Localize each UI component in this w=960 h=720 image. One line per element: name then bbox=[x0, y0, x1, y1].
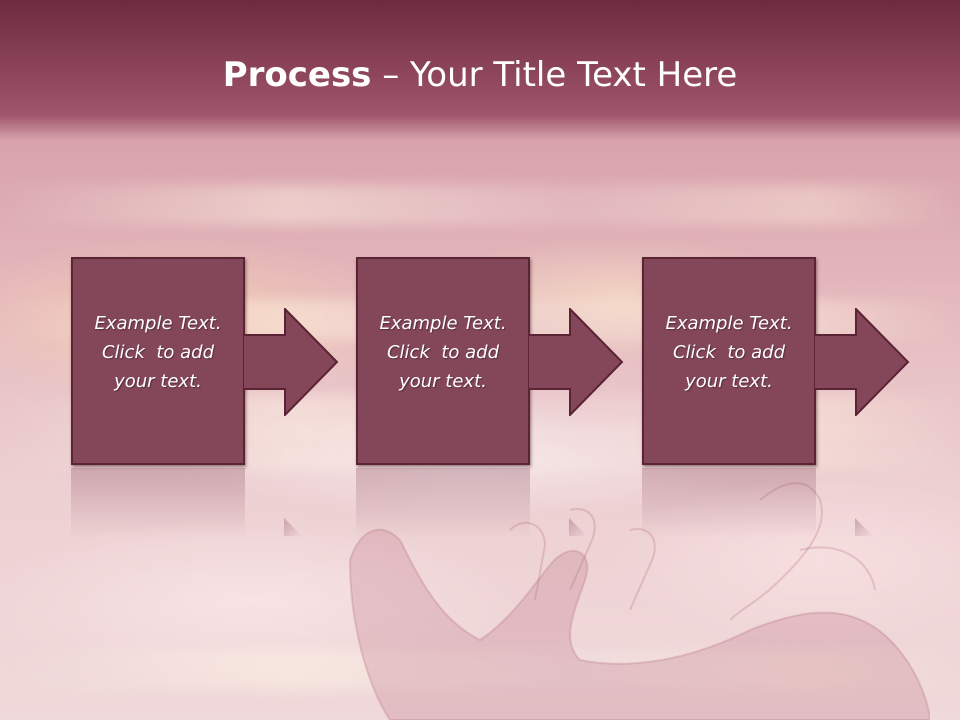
step-text-line: Example Text. bbox=[379, 312, 507, 334]
step-text-line: Click to add bbox=[101, 341, 214, 363]
process-step-1-text: Example Text. Click to add your text. bbox=[83, 309, 233, 396]
process-step-2-text: Example Text. Click to add your text. bbox=[368, 309, 518, 396]
step-reflection bbox=[71, 468, 245, 538]
step-text-line: Example Text. bbox=[665, 312, 793, 334]
process-step-3-text: Example Text. Click to add your text. bbox=[654, 309, 804, 396]
step-reflection bbox=[642, 468, 816, 538]
title-bold-word: Process bbox=[222, 55, 372, 95]
title-rest: – Your Title Text Here bbox=[371, 55, 738, 95]
process-step-3-box[interactable]: Example Text. Click to add your text. bbox=[642, 257, 816, 465]
step-text-line: your text. bbox=[685, 370, 773, 392]
step-text-line: Example Text. bbox=[94, 312, 222, 334]
step-text-line: your text. bbox=[399, 370, 487, 392]
right-arrow-icon[interactable] bbox=[243, 308, 339, 416]
title-bar bbox=[0, 0, 960, 140]
step-text-line: Click to add bbox=[672, 341, 785, 363]
arrow-reflection bbox=[284, 518, 302, 536]
cloud-band bbox=[0, 650, 960, 690]
step-text-line: your text. bbox=[114, 370, 202, 392]
process-step-1-box[interactable]: Example Text. Click to add your text. bbox=[71, 257, 245, 465]
open-hands-image bbox=[348, 482, 930, 720]
cloud-band bbox=[0, 185, 960, 225]
process-step-2-box[interactable]: Example Text. Click to add your text. bbox=[356, 257, 530, 465]
right-arrow-icon[interactable] bbox=[814, 308, 910, 416]
slide-title[interactable]: Process – Your Title Text Here bbox=[0, 52, 960, 98]
right-arrow-icon[interactable] bbox=[528, 308, 624, 416]
step-reflection bbox=[356, 468, 530, 538]
step-text-line: Click to add bbox=[386, 341, 499, 363]
